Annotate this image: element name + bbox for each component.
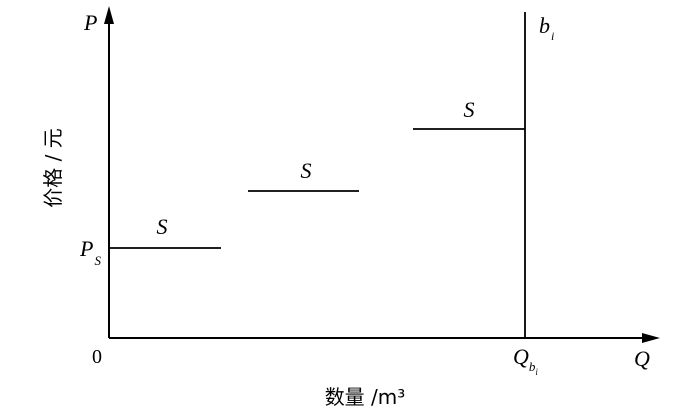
y-axis-symbol: P xyxy=(83,10,97,35)
origin-label: 0 xyxy=(92,346,102,368)
x-axis-title: 数量 /m³ xyxy=(325,385,406,409)
y-axis-title: 价格 / 元 xyxy=(41,128,65,207)
ps-label: PS xyxy=(79,236,101,268)
x-axis-symbol: Q xyxy=(634,346,650,371)
x-axis-arrow xyxy=(642,333,660,343)
segment-3-label: S xyxy=(464,97,475,122)
segment-2-label: S xyxy=(301,158,312,183)
q-bi-label: Qbi xyxy=(513,344,538,377)
y-axis-arrow xyxy=(104,6,114,24)
segment-1-label: S xyxy=(157,214,168,239)
bi-label: bi xyxy=(539,13,554,43)
